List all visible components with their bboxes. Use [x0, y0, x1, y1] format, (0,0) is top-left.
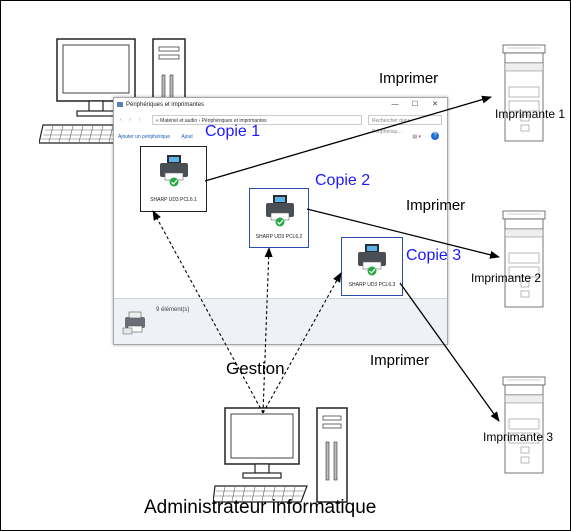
print-arrow-3	[399, 282, 500, 422]
print-label-2: Imprimer	[406, 197, 466, 214]
details-pane: 9 élément(s)	[114, 298, 447, 344]
copy-label-1: Copie 1	[205, 123, 261, 140]
print-label-3: Imprimer	[370, 352, 430, 369]
printer-device-copy-3[interactable]: SHARP UD3 PCL6.3	[341, 237, 403, 296]
management-arrow-1	[152, 210, 264, 414]
printer-icon	[358, 244, 386, 276]
copy-label-2: Copie 2	[315, 172, 371, 189]
address-bar[interactable]: « Matériel et audio › Périphériques et i…	[152, 115, 362, 125]
folder-icon	[117, 102, 123, 107]
window-title: Périphériques et imprimantes	[126, 102, 205, 108]
nav-arrows-icon[interactable]: ‹ › ↑	[120, 117, 144, 123]
device-label: SHARP UD3 PCL6.3	[348, 282, 396, 288]
command-bar: Ajouter un périphérique Ajout ▤ ▾ ?	[118, 132, 443, 142]
item-count: 9 élément(s)	[156, 307, 190, 313]
management-label: Gestion	[226, 359, 285, 378]
view-options-icon[interactable]: ▤ ▾	[412, 134, 421, 140]
printer-device-copy-2[interactable]: SHARP UD3 PCL6.2	[249, 188, 309, 248]
printer-device-copy-1[interactable]: SHARP UD3 PCL6.1	[140, 146, 207, 212]
window-titlebar: Périphériques et imprimantes — ☐ ✕	[114, 98, 447, 112]
printer-2-icon	[502, 210, 546, 308]
admin-computer-icon	[213, 407, 348, 503]
device-label: SHARP UD3 PCL6.2	[255, 234, 303, 240]
help-icon[interactable]: ?	[431, 132, 439, 140]
management-arrow-2	[262, 247, 273, 414]
search-input[interactable]: Rechercher dans : Périphériqu...	[368, 115, 442, 135]
print-arrow-1	[204, 95, 492, 182]
add-device-button[interactable]: Ajouter un périphérique	[118, 134, 170, 140]
admin-label: Administrateur informatique	[144, 497, 377, 518]
printer-icon	[266, 195, 294, 227]
print-label-1: Imprimer	[379, 70, 439, 87]
close-button[interactable]: ✕	[432, 101, 438, 108]
printer-icon	[160, 155, 188, 187]
printer-2-label: Imprimante 2	[471, 271, 542, 285]
add-printer-button[interactable]: Ajout	[181, 134, 193, 140]
address-bar-row: ‹ › ↑ « Matériel et audio › Périphérique…	[118, 115, 443, 135]
printer-icon	[122, 311, 145, 335]
management-arrow-3	[262, 272, 342, 414]
device-label: SHARP UD3 PCL6.1	[150, 197, 197, 203]
printer-3-icon	[502, 376, 546, 474]
print-arrow-2	[306, 208, 500, 259]
maximize-button[interactable]: ☐	[411, 101, 419, 108]
printer-1-icon	[502, 44, 546, 142]
copy-label-3: Copie 3	[406, 247, 462, 264]
printer-1-label: Imprimante 1	[495, 107, 566, 121]
minimize-button[interactable]: —	[391, 101, 399, 108]
printer-3-label: Imprimante 3	[483, 430, 554, 444]
